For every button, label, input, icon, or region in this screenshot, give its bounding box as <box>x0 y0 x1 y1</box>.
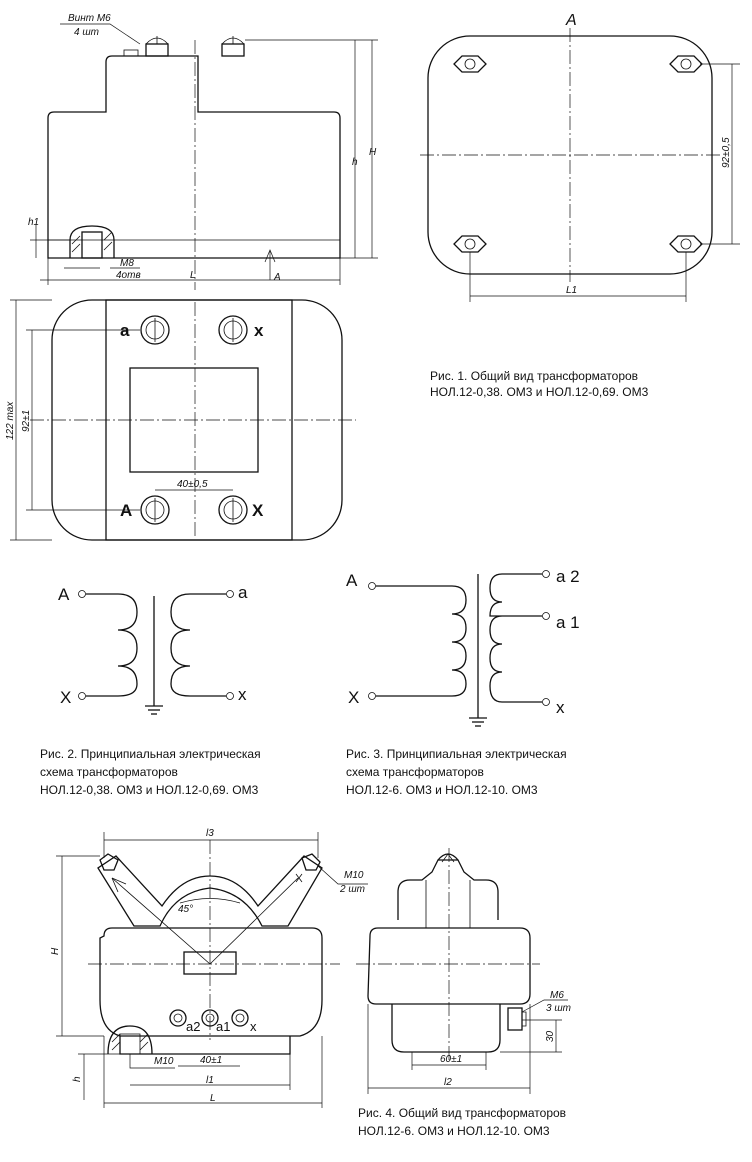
fig3-x: x <box>556 698 565 717</box>
fig4-dim-40: 40±1 <box>200 1055 222 1066</box>
terminal-a: a <box>120 321 130 340</box>
fig1-view-a <box>420 28 740 302</box>
fig4-caption-2: НОЛ.12-6. ОМ3 и НОЛ.12-10. ОМ3 <box>358 1124 550 1138</box>
screw-count: 4 шт <box>74 27 99 38</box>
fig3-caption-1: Рис. 3. Принципиальная электрическая <box>346 747 567 761</box>
dim-h: h <box>352 157 358 168</box>
fig3-caption-2: схема трансформаторов <box>346 765 484 779</box>
dim-L1: L1 <box>566 285 577 296</box>
fig3-a1: a 1 <box>556 613 580 632</box>
fig1-front-view <box>30 23 378 290</box>
fig4-dim-30: 30 <box>545 1030 556 1042</box>
fig1-caption-2: НОЛ.12-0,38. ОМ3 и НОЛ.12-0,69. ОМ3 <box>430 385 649 399</box>
terminal-A: A <box>120 501 132 520</box>
dim-L: L <box>190 270 196 281</box>
fig4-dim-l1: l1 <box>206 1075 214 1086</box>
fig2-caption-2: схема трансформаторов <box>40 765 178 779</box>
fig2-caption-3: НОЛ.12-0,38. ОМ3 и НОЛ.12-0,69. ОМ3 <box>40 783 259 797</box>
dim-122: 122 max <box>5 401 16 440</box>
fig4-dim-60: 60±1 <box>440 1054 462 1065</box>
terminal-x: x <box>254 321 264 340</box>
fig2-schematic <box>78 590 234 715</box>
fig4-caption-1: Рис. 4. Общий вид трансформаторов <box>358 1106 566 1120</box>
view-mark-a: А <box>565 12 577 29</box>
fig2-caption-1: Рис. 2. Принципиальная электрическая <box>40 747 261 761</box>
fig2-X: X <box>60 688 71 707</box>
fig3-X: X <box>348 688 359 707</box>
fig2-x: x <box>238 685 247 704</box>
dim-H: H <box>369 147 377 158</box>
fig1-caption-1: Рис. 1. Общий вид трансформаторов <box>430 369 638 383</box>
bolt-count: 4отв <box>116 270 141 281</box>
fig1-top-view <box>10 299 356 541</box>
fig4-t-x: x <box>250 1019 257 1034</box>
fig3-caption-3: НОЛ.12-6. ОМ3 и НОЛ.12-10. ОМ3 <box>346 783 538 797</box>
dim-40: 40±0,5 <box>177 479 208 490</box>
fig4-dim-l2: l2 <box>444 1077 452 1088</box>
terminal-X: X <box>252 501 264 520</box>
bolt-note: М8 <box>120 258 134 269</box>
fig4-m10: М10 <box>344 870 364 881</box>
dim-h1: h1 <box>28 217 39 228</box>
fig4-front-view <box>56 832 368 1108</box>
fig4-dim-H: H <box>50 947 61 955</box>
fig4-bolt-m10: М10 <box>154 1056 174 1067</box>
fig4-t-a1: a1 <box>216 1019 230 1034</box>
dim-92-side: 92±0,5 <box>721 137 732 168</box>
screw-note: Винт М6 <box>68 13 111 24</box>
fig4-side-m6: М6 <box>550 990 564 1001</box>
fig4-side-view <box>356 848 568 1094</box>
fig3-a2: a 2 <box>556 567 580 586</box>
fig4-dim-l3: l3 <box>206 828 214 839</box>
view-mark-bottom: А <box>273 272 281 283</box>
fig2-A: A <box>58 585 70 604</box>
fig4-t-a2: a2 <box>186 1019 200 1034</box>
fig4-angle: 45° <box>178 904 193 915</box>
fig4-m10-count: 2 шт <box>339 884 365 895</box>
dim-92: 92±1 <box>21 410 32 432</box>
fig4-dim-h: h <box>72 1076 83 1082</box>
fig2-a: a <box>238 583 248 602</box>
fig4-side-m6-count: 3 шт <box>546 1003 571 1014</box>
fig3-A: A <box>346 571 358 590</box>
fig4-dim-L: L <box>210 1093 216 1104</box>
fig3-schematic <box>368 570 550 727</box>
